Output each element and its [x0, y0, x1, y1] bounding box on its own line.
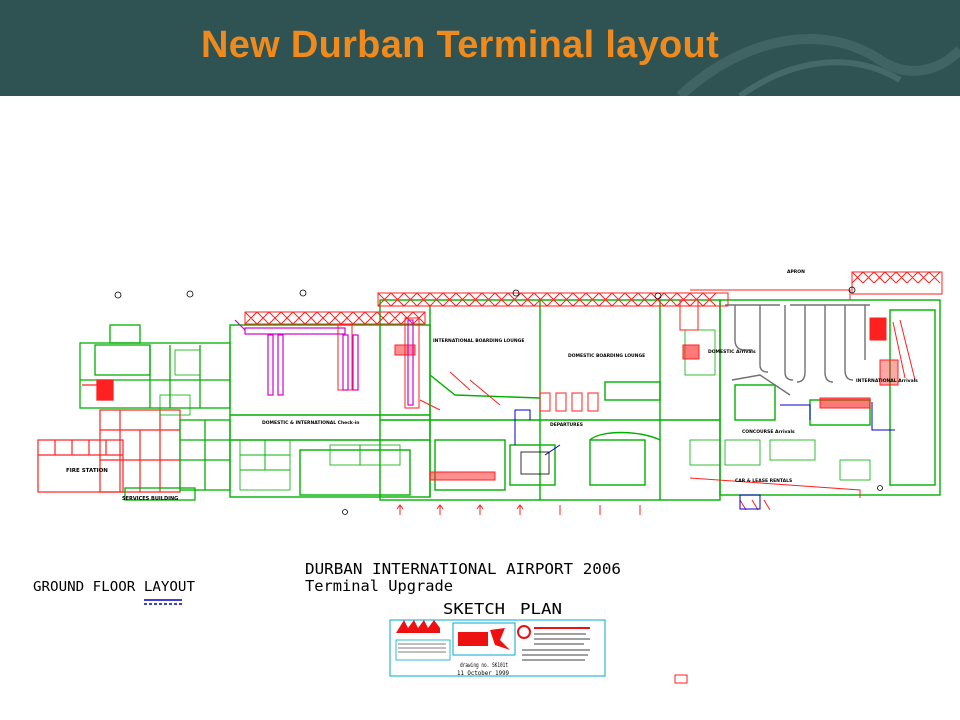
check-in-label: DOMESTIC & INTERNATIONAL Check-in	[262, 420, 360, 426]
intl-arrivals-label: INTERNATIONAL Arrivals	[856, 378, 918, 384]
domestic-boarding-label: DOMESTIC BOARDING LOUNGE	[568, 353, 645, 359]
main-terminal-outline	[229, 299, 941, 501]
slide-header: New Durban Terminal layout	[0, 0, 960, 96]
plan-heading: PLAN	[520, 600, 562, 618]
ground-floor-heading: GROUND FLOOR LAYOUT	[33, 579, 195, 595]
services-building-label: SERVICES BUILDING	[122, 496, 178, 502]
airside-piers	[244, 271, 943, 684]
project-title: DURBAN INTERNATIONAL AIRPORT 2006	[305, 560, 621, 578]
fire-station-label: FIRE STATION	[66, 468, 108, 474]
apron-label: APRON	[787, 269, 805, 275]
check-in-counters	[234, 319, 414, 406]
arrival-arrows	[396, 504, 641, 515]
service-links	[514, 402, 895, 510]
concourse-label: CONCOURSE Arrivals	[742, 429, 795, 435]
project-subtitle: Terminal Upgrade	[305, 577, 453, 595]
boarding-bridges	[725, 304, 870, 396]
drawing-number: drawing no. SK101t	[460, 662, 508, 669]
domestic-arrivals-label: DOMESTIC Arrivals	[708, 349, 756, 355]
car-hire-label: CAR & LEASE RENTALS	[735, 478, 792, 484]
check-in-rooms	[159, 329, 871, 491]
scatter-symbols	[114, 286, 883, 515]
terminal-floor-plan: FIRE STATION SERVICES BUILDING	[33, 269, 943, 684]
architect-logos	[389, 619, 606, 677]
slide-title: New Durban Terminal layout	[200, 24, 720, 66]
fire-station-block	[37, 384, 181, 493]
intl-boarding-label: INTERNATIONAL BOARDING LOUNGE	[433, 338, 524, 344]
sketch-heading: SKETCH	[443, 600, 505, 618]
drawing-date: 11 October 1999	[457, 670, 509, 677]
scale-bar	[144, 599, 182, 605]
decorative-swirl	[676, 34, 960, 96]
departures-label: DEPARTURES	[550, 422, 583, 428]
